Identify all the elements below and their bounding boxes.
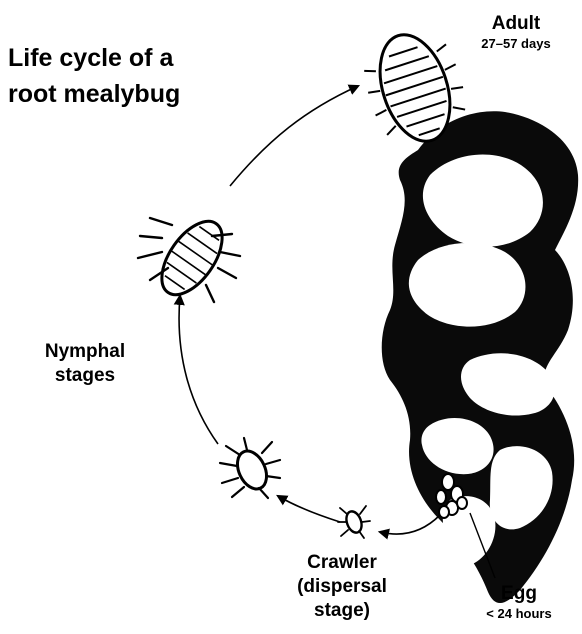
egg-duration: < 24 hours	[460, 606, 578, 622]
crawler-line-3: stage)	[272, 599, 412, 623]
arrow-small-to-large-nymph	[179, 296, 218, 444]
arrow-crawler-to-nymph	[278, 496, 340, 522]
nymph-large	[138, 211, 240, 305]
crawler-line-1: Crawler	[272, 551, 412, 575]
title-line-2: root mealybug	[8, 76, 180, 112]
root-illustration	[382, 111, 578, 603]
adult-duration: 27–57 days	[458, 36, 574, 52]
egg-label: Egg < 24 hours	[460, 582, 578, 622]
crawler-label: Crawler (dispersal stage)	[272, 551, 412, 623]
crawler-line-2: (dispersal	[272, 575, 412, 599]
adult-label: Adult 27–57 days	[458, 12, 574, 52]
nymph-small	[220, 438, 280, 498]
title-line-1: Life cycle of a	[8, 40, 180, 76]
crawler	[338, 506, 370, 538]
nymphal-line-2: stages	[10, 364, 160, 388]
nymphal-line-1: Nymphal	[10, 340, 160, 364]
adult-name: Adult	[458, 12, 574, 36]
diagram-title: Life cycle of a root mealybug	[8, 40, 180, 112]
nymphal-label: Nymphal stages	[10, 340, 160, 388]
egg-name: Egg	[460, 582, 578, 606]
arrow-egg-to-crawler	[380, 515, 440, 534]
arrow-nymph-to-adult	[230, 86, 358, 186]
